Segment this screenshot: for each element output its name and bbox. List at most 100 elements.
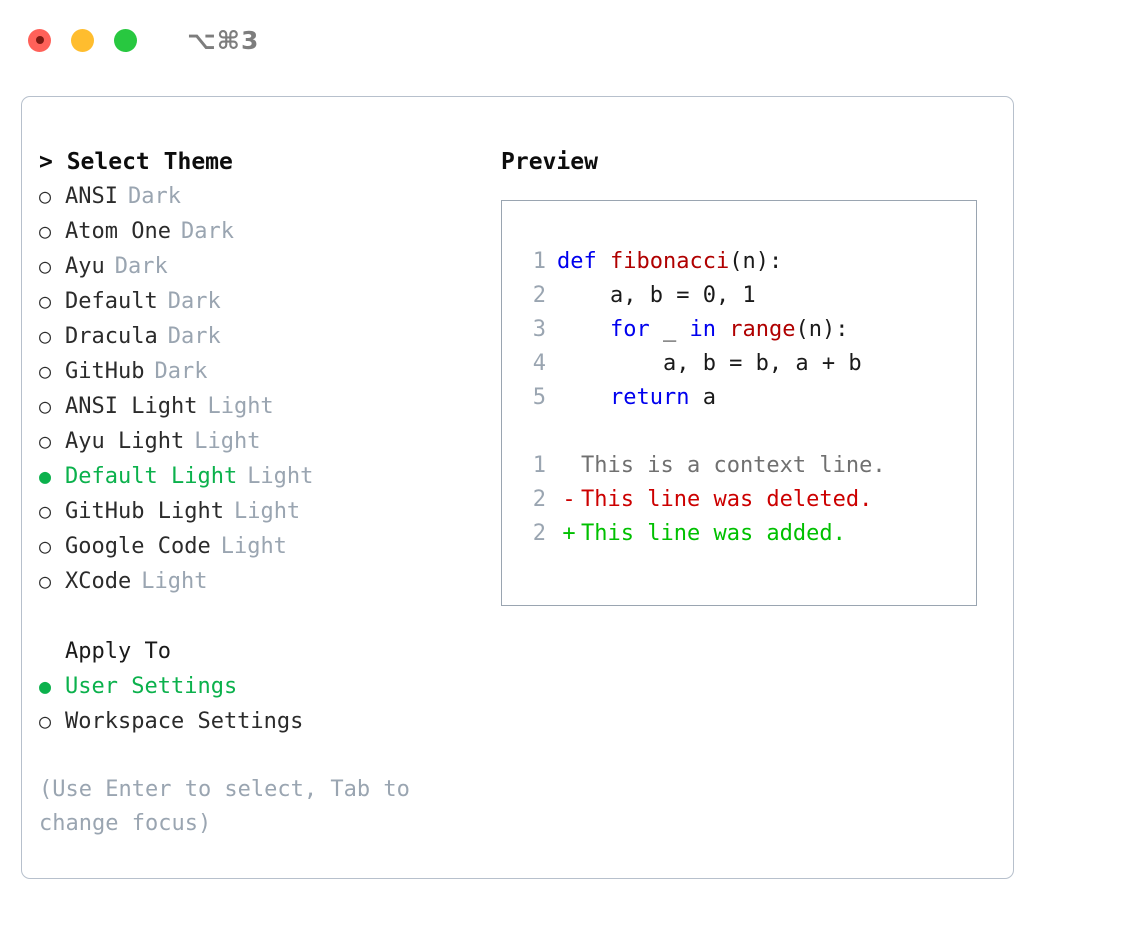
theme-option-default-light[interactable]: ● Default Light Light (39, 459, 479, 494)
theme-option-github-light[interactable]: ○ GitHub Light Light (39, 494, 479, 529)
code-line: 2 a, b = 0, 1 (516, 279, 976, 313)
diff-sign: + (562, 521, 576, 546)
radio-unselected-icon: ○ (39, 394, 52, 418)
code-token-kw: return (609, 385, 690, 410)
radio-unselected-icon: ○ (39, 254, 52, 278)
theme-option-label: Default Light (65, 464, 238, 489)
maximize-window-icon[interactable] (114, 28, 137, 52)
diff-line-number: 2 (532, 521, 546, 546)
code-token-kw: for (609, 317, 650, 342)
diff-sign: - (562, 487, 576, 512)
theme-option-tag: Light (207, 394, 274, 419)
theme-option-ansi-light[interactable]: ○ ANSI Light Light (39, 389, 479, 424)
theme-option-label: Atom One (65, 219, 171, 244)
theme-option-atom-one[interactable]: ○ Atom One Dark (39, 214, 479, 249)
radio-unselected-icon: ○ (39, 324, 52, 348)
theme-option-tag: Light (247, 464, 314, 489)
theme-option-tag: Dark (167, 289, 221, 314)
theme-option-tag: Light (220, 534, 287, 559)
code-token-plain (716, 317, 729, 342)
code-line-text: a, b = 0, 1 (557, 279, 756, 313)
theme-option-label: Ayu (65, 254, 105, 279)
radio-unselected-icon: ○ (39, 219, 52, 243)
code-token-plain: (n): (729, 249, 783, 274)
code-line-text: def fibonacci(n): (557, 245, 782, 279)
radio-unselected-icon: ○ (39, 709, 52, 733)
theme-option-label: GitHub Light (65, 499, 224, 524)
theme-option-tag: Dark (114, 254, 168, 279)
keyboard-shortcut-label: ⌥⌘3 (187, 25, 260, 55)
code-token-plain (557, 385, 610, 410)
apply-to-option-list: ● User Settings ○ Workspace Settings (39, 669, 479, 739)
minimize-window-icon[interactable] (71, 28, 94, 52)
code-token-plain: a, b = 0, 1 (557, 283, 756, 308)
diff-sample: 1 This is a context line.2-This line was… (516, 449, 976, 551)
apply-to-option-label: Workspace Settings (65, 709, 304, 734)
code-token-kw: in (689, 317, 716, 342)
code-token-plain: a (689, 385, 716, 410)
radio-unselected-icon: ○ (39, 184, 52, 208)
code-line-text: for _ in range(n): (557, 313, 848, 347)
code-line: 4 a, b = b, a + b (516, 347, 976, 381)
code-line-text: return a (557, 381, 716, 415)
diff-line-number: 2 (532, 487, 546, 512)
theme-option-label: Default (65, 289, 158, 314)
radio-selected-icon: ● (39, 464, 52, 488)
theme-option-label: XCode (65, 569, 132, 594)
code-line: 3 for _ in range(n): (516, 313, 976, 347)
apply-to-section: Apply To ● User Settings ○ Workspace Settin… (39, 635, 479, 739)
theme-option-ansi[interactable]: ○ ANSI Dark (39, 179, 479, 214)
radio-unselected-icon: ○ (39, 569, 52, 593)
diff-line-number: 1 (532, 453, 546, 478)
code-token-plain: _ (649, 317, 690, 342)
code-line: 5 return a (516, 381, 976, 415)
radio-selected-icon: ● (39, 674, 52, 698)
code-token-fn: fibonacci (609, 249, 730, 274)
theme-option-tag: Dark (127, 184, 181, 209)
theme-option-label: ANSI (65, 184, 118, 209)
theme-option-label: GitHub (65, 359, 145, 384)
apply-to-option-workspace-settings[interactable]: ○ Workspace Settings (39, 704, 479, 739)
select-theme-header: > Select Theme (39, 149, 233, 175)
diff-line-text: This line was added. (581, 521, 846, 546)
code-token-plain: (n): (795, 317, 849, 342)
radio-unselected-icon: ○ (39, 499, 52, 523)
keyboard-hint-text: (Use Enter to select, Tab to change focu… (39, 777, 410, 836)
close-window-icon[interactable] (28, 28, 51, 52)
theme-option-label: Ayu Light (65, 429, 185, 454)
diff-line-context: 1 This is a context line. (516, 449, 976, 483)
theme-option-ayu[interactable]: ○ Ayu Dark (39, 249, 479, 284)
theme-option-tag: Light (233, 499, 301, 524)
code-line-number: 2 (532, 283, 546, 308)
diff-line-text: This line was deleted. (581, 487, 873, 512)
preview-title: Preview (501, 149, 598, 175)
apply-to-option-label: User Settings (65, 674, 238, 699)
theme-option-tag: Dark (180, 219, 234, 244)
apply-to-option-user-settings[interactable]: ● User Settings (39, 669, 479, 704)
diff-line-removed: 2-This line was deleted. (516, 483, 976, 517)
theme-option-label: Dracula (65, 324, 158, 349)
window-titlebar: ⌥⌘3 (0, 0, 1140, 80)
radio-unselected-icon: ○ (39, 534, 52, 558)
code-token-plain (557, 317, 610, 342)
diff-line-text: This is a context line. (581, 453, 886, 478)
code-line-number: 4 (532, 351, 546, 376)
code-token-fn: range (729, 317, 796, 342)
traffic-light-group (28, 28, 137, 52)
theme-option-label: ANSI Light (65, 394, 198, 419)
diff-sign (557, 449, 581, 483)
apply-to-title: Apply To (65, 639, 171, 664)
